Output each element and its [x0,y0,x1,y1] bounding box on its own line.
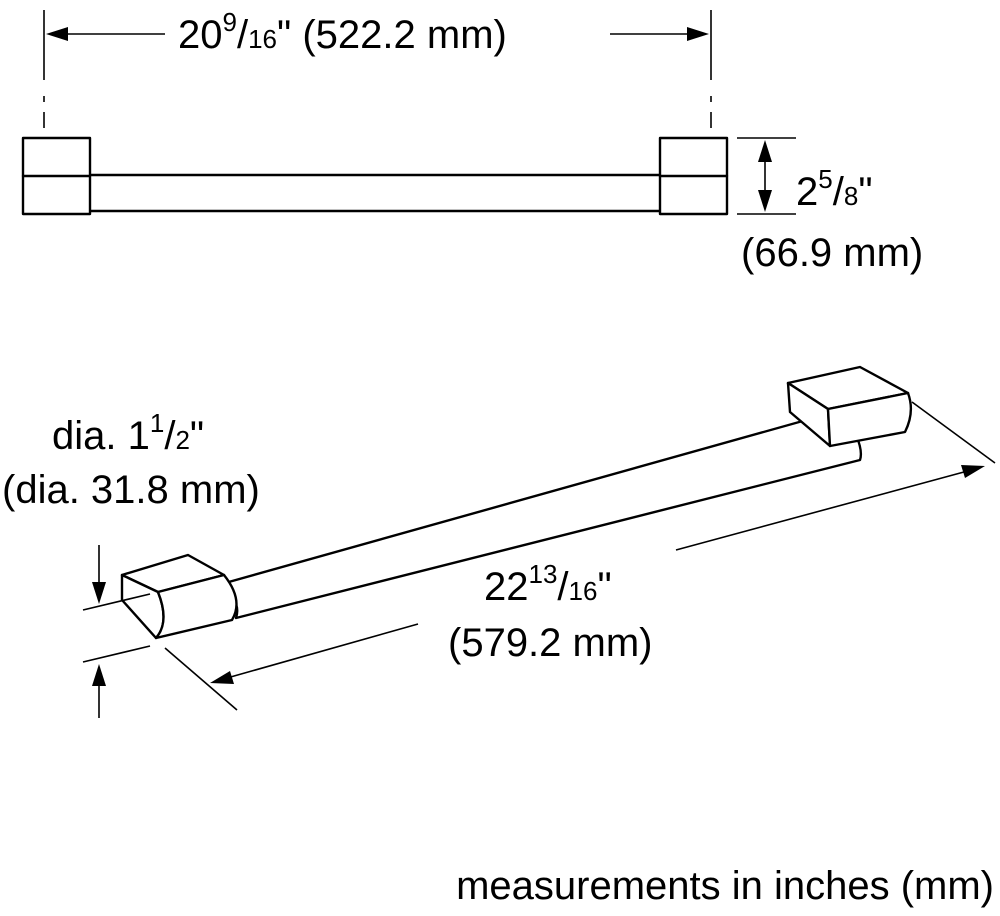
perspective-right-standoff [786,365,913,448]
height-whole: 2 [796,170,818,214]
diameter-metric: (dia. 31.8 mm) [2,468,260,512]
handle-perspective-view [120,365,913,640]
diameter-prefix: dia. [52,414,128,458]
perspective-left-standoff [120,553,238,640]
length-label: 2213/16" [484,559,612,609]
handle-bar [83,173,667,213]
handle-front-view [21,136,729,216]
height-dimension: 25/8" (66.9 mm) [737,137,923,275]
length-dimension: 2213/16" (579.2 mm) [164,401,996,711]
diameter-denominator: 2 [175,425,189,455]
height-label: 25/8" [796,164,873,214]
diameter-dimension: dia. 11/2" (dia. 31.8 mm) [2,408,260,718]
width-unit: " [277,13,291,57]
width-label: 209/16" (522.2 mm) [178,7,507,57]
diameter-numerator: 1 [150,408,164,438]
length-metric: (579.2 mm) [448,621,653,665]
height-numerator: 5 [818,164,832,194]
height-unit: " [858,170,872,214]
width-whole: 20 [178,13,223,57]
diameter-label: dia. 11/2" [52,408,204,458]
length-whole: 22 [484,565,529,609]
length-denominator: 16 [569,576,598,606]
diameter-whole: 1 [128,414,150,458]
diameter-unit: " [190,414,204,458]
measurements-note: measurements in inches (mm) [456,864,994,908]
height-denominator: 8 [844,181,858,211]
length-numerator: 13 [529,559,558,589]
width-metric: (522.2 mm) [302,13,507,57]
width-denominator: 16 [248,24,277,54]
width-numerator: 9 [223,7,237,37]
height-metric: (66.9 mm) [741,231,923,275]
length-unit: " [597,565,611,609]
width-dimension: 209/16" (522.2 mm) [43,7,712,128]
